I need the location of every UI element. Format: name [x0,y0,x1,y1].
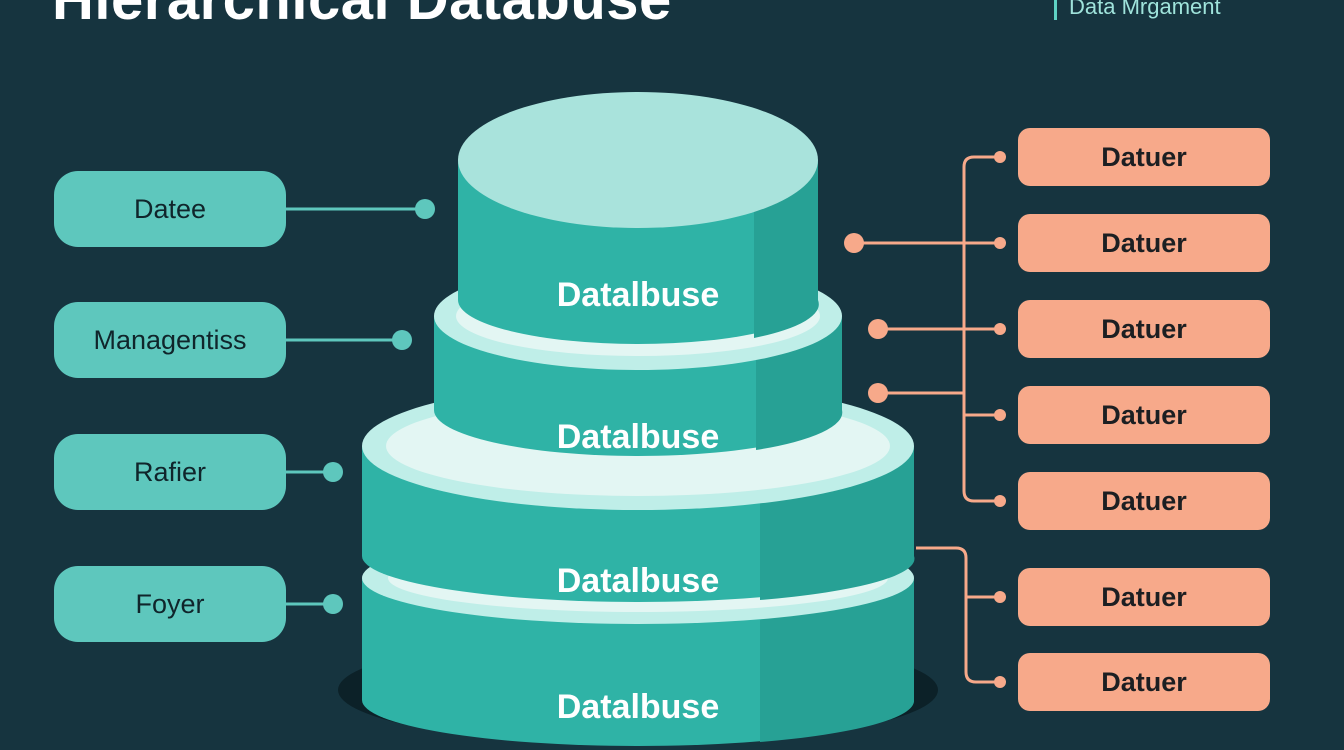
right-label-1: Datuer [1018,128,1270,186]
left-label-rafier: Rafier [54,434,286,510]
left-label-managentiss: Managentiss [54,302,286,378]
right-label-4: Datuer [1018,386,1270,444]
page-title: Hierarchical Databuse [52,0,672,33]
brand-label: Data Mrgament [1054,0,1221,20]
right-label-3: Datuer [1018,300,1270,358]
left-label-foyer: Foyer [54,566,286,642]
tier-2-label: Datalbuse [556,418,720,456]
left-label-datee: Datee [54,171,286,247]
tier-1-cylinder [458,92,819,344]
right-label-6: Datuer [1018,568,1270,626]
right-connectors [854,155,1000,684]
right-label-5: Datuer [1018,472,1270,530]
left-connectors [286,199,435,614]
tier-1-label: Datalbuse [556,276,720,314]
right-label-2: Datuer [1018,214,1270,272]
tier-4-label: Datalbuse [556,688,720,726]
right-label-7: Datuer [1018,653,1270,711]
right-connector-dots [844,151,1006,688]
tier-3-label: Datalbuse [556,562,720,600]
